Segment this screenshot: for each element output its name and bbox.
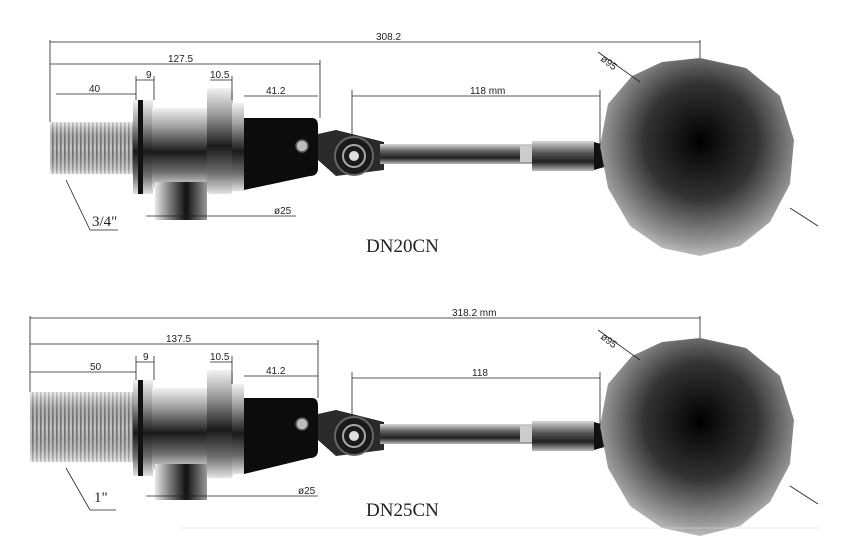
valve-body (152, 108, 212, 188)
dim-rod: 118 (472, 368, 488, 379)
model-label: DN25CN (366, 500, 439, 521)
float-rod (380, 424, 532, 444)
dim-outlet: ø25 (298, 486, 316, 497)
valve-body (152, 388, 212, 470)
flange (207, 88, 233, 194)
dim-flange: 10.5 (210, 70, 230, 81)
dim-bracket: 41.2 (266, 366, 286, 377)
outlet-pipe (155, 182, 207, 220)
pivot-hole (295, 139, 309, 153)
dim-thread-length: 50 (90, 362, 102, 373)
dim-outlet: ø25 (274, 206, 292, 217)
dim-washer: 9 (146, 70, 152, 81)
dim-washer: 9 (143, 352, 149, 363)
dim-ball: ø95 (598, 54, 619, 74)
bracket (244, 398, 318, 474)
dim-ball: ø95 (598, 332, 619, 352)
float-rod (380, 144, 532, 164)
thread-size: 1" (94, 490, 108, 506)
dim-flange: 10.5 (210, 352, 230, 363)
drawing-dn25cn: 318.2 mm 137.5 50 9 10.5 41.2 118 ø95 ø2… (29, 308, 820, 536)
rod-sleeve (532, 141, 594, 171)
dim-thread-length: 40 (89, 84, 101, 95)
float-ball (600, 58, 794, 256)
flange (207, 370, 233, 478)
float-ball (600, 338, 794, 536)
dim-overall: 318.2 mm (452, 308, 496, 319)
drawing-dn20cn: 308.2 127.5 40 9 10.5 41.2 118 mm ø95 ø2… (49, 32, 819, 257)
dim-overall: 308.2 (376, 32, 401, 43)
model-label: DN20CN (366, 236, 439, 257)
thread-size: 3/4" (92, 214, 117, 230)
pivot-hole (295, 417, 309, 431)
dim-body: 137.5 (166, 334, 191, 345)
dim-rod: 118 mm (470, 86, 505, 97)
dim-bracket: 41.2 (266, 86, 286, 97)
bracket (244, 118, 318, 190)
outlet-pipe (155, 464, 207, 500)
dim-body: 127.5 (168, 54, 193, 65)
rod-sleeve (532, 421, 594, 451)
